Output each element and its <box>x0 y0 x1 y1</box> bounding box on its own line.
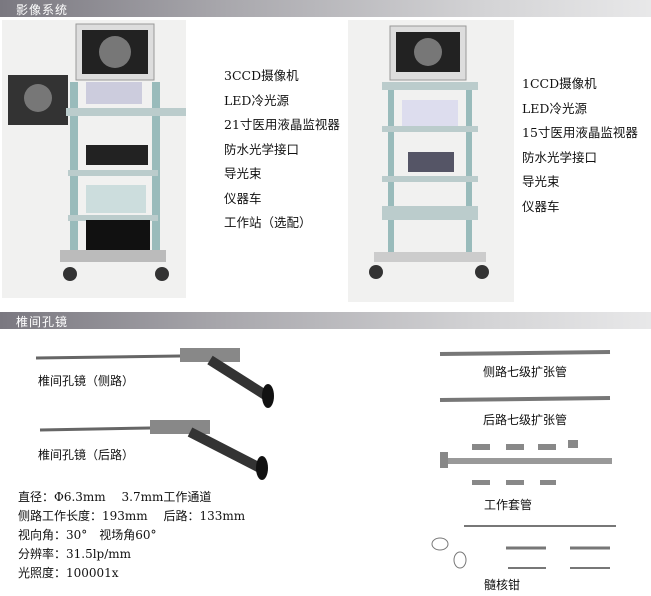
instrument-label: 后路七级扩张管 <box>483 413 568 427</box>
scope-label-side: 椎间孔镜（侧路） <box>38 374 135 388</box>
section-header-endoscope: 椎间孔镜 <box>0 312 651 329</box>
instruments-image <box>431 350 616 569</box>
feature-item: 1CCD摄像机 <box>522 76 597 91</box>
feature-item: 工作站（选配） <box>224 215 312 230</box>
spec-line: 视向角：30° 视场角60° <box>18 528 157 542</box>
scope-label-rear: 椎间孔镜（后路） <box>38 448 135 462</box>
feature-item: 仪器车 <box>224 190 262 206</box>
section-title: 椎间孔镜 <box>16 315 69 329</box>
feature-item: 21寸医用液晶监视器 <box>224 117 340 132</box>
equipment-cart-image <box>369 25 489 279</box>
cart-1ccd-photo <box>348 20 514 302</box>
feature-item: 防水光学接口 <box>224 141 300 157</box>
section-header-imaging: 影像系统 <box>0 0 651 17</box>
instrument-label: 髓核钳 <box>484 578 521 592</box>
feature-item: LED冷光源 <box>522 100 587 116</box>
spec-line: 分辨率：31.5lp/mm <box>18 547 132 561</box>
feature-item: 导光束 <box>522 174 560 189</box>
feature-item: 15寸医用液晶监视器 <box>522 125 638 140</box>
spec-line: 光照度：100001x <box>18 566 119 580</box>
instrument-label: 侧路七级扩张管 <box>483 365 568 379</box>
feature-item: 导光束 <box>224 166 262 181</box>
endoscope-image <box>35 348 274 480</box>
feature-item: 3CCD摄像机 <box>224 68 299 83</box>
feature-item: 防水光学接口 <box>522 149 598 165</box>
feature-item: 仪器车 <box>522 198 560 214</box>
spec-line: 直径：Φ6.3mm 3.7mm工作通道 <box>18 490 212 504</box>
section-title: 影像系统 <box>16 3 69 17</box>
feature-item: LED冷光源 <box>224 92 289 108</box>
instrument-label: 工作套管 <box>484 498 533 512</box>
equipment-cart-image <box>8 23 186 281</box>
cart-3ccd-photo <box>2 20 186 298</box>
spec-line: 侧路工作长度：193mm 后路：133mm <box>18 509 246 523</box>
